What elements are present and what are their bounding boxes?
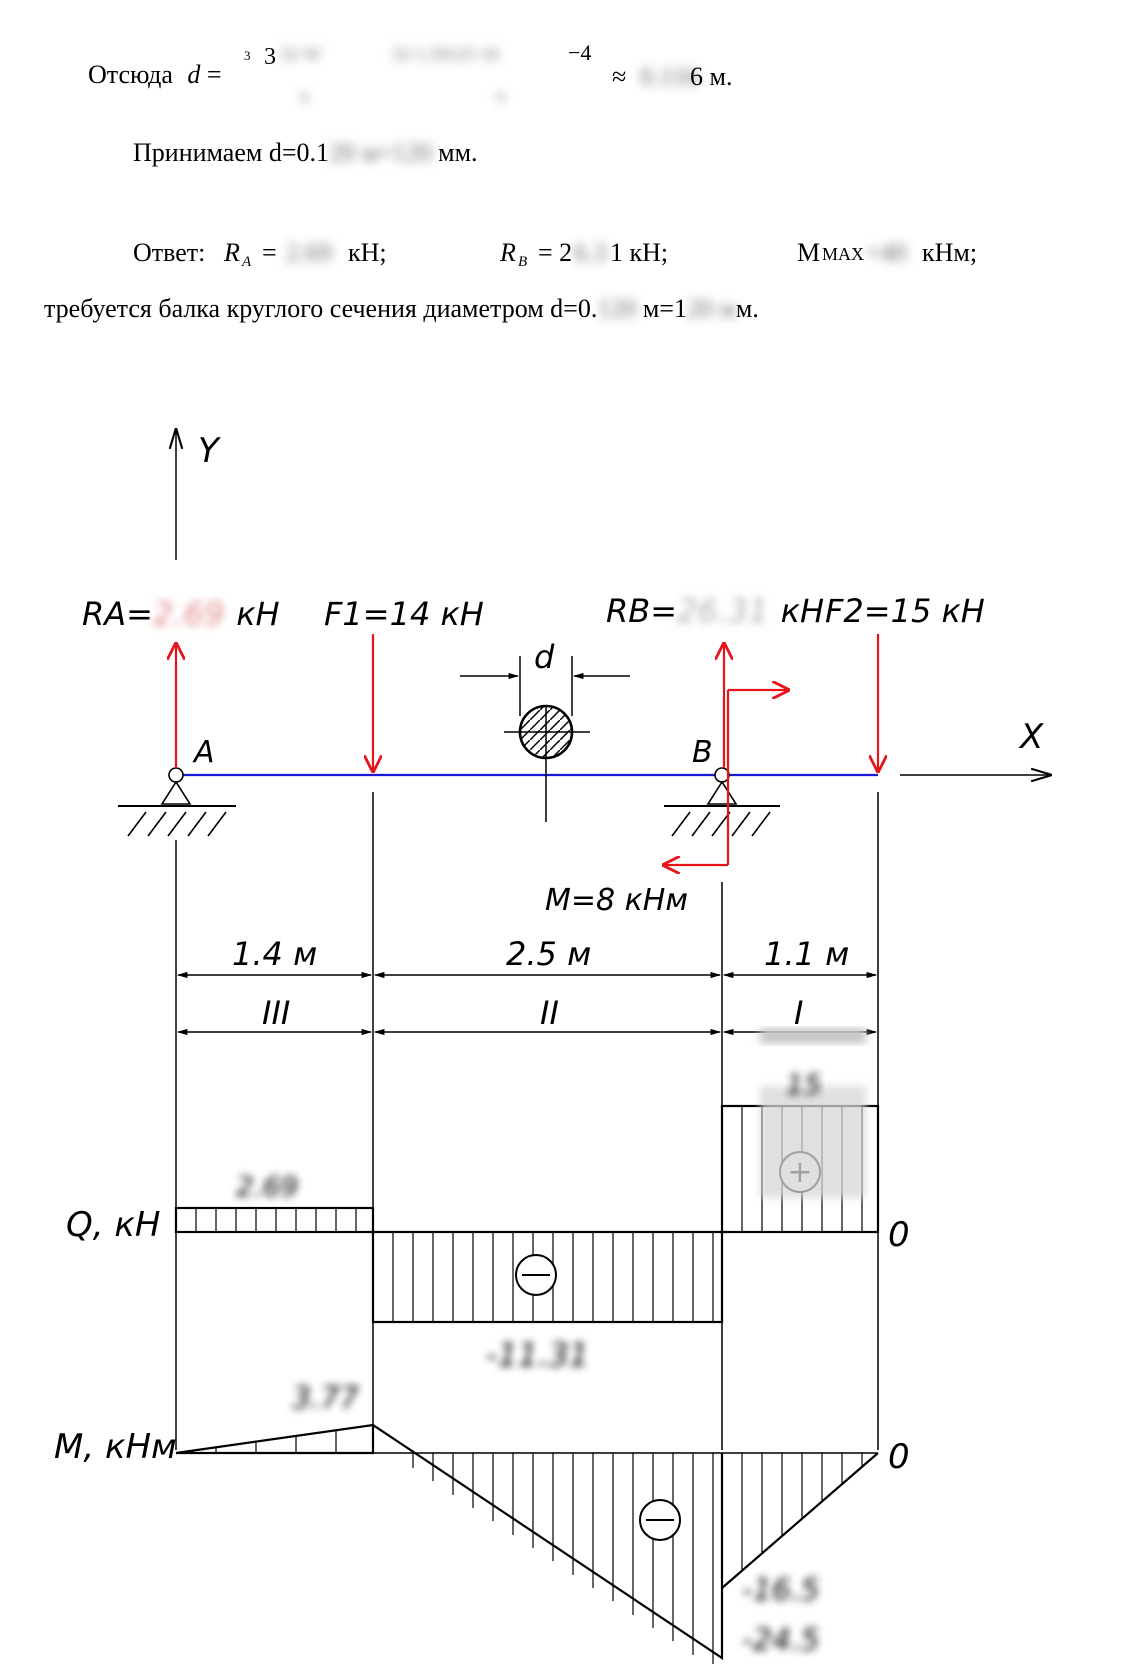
- section-d-label: d: [534, 638, 555, 676]
- section-2-label: II: [540, 994, 559, 1032]
- answer-mmax-sub: MAX: [822, 244, 865, 264]
- length-1-label: 1.4 м: [232, 935, 317, 973]
- m-peak-value: 3.77: [292, 1381, 359, 1416]
- formula-line: Отсюда d =: [88, 60, 222, 90]
- ra-label-value: 2.69: [153, 595, 224, 633]
- formula-frac1-den: π: [300, 86, 310, 106]
- formula-frac2-num: 32·1.59125·10: [392, 44, 499, 64]
- point-b-label: B: [692, 735, 713, 770]
- answer-mmax-unit: кНм;: [922, 238, 978, 267]
- answer-line2-blur1: 120: [597, 294, 637, 323]
- ra-label-unit: кН: [236, 595, 279, 633]
- answer-rb-sub: B: [518, 254, 528, 270]
- formula-result-blur: 0.116: [640, 62, 698, 91]
- answer-line2-suffix: м.: [735, 294, 759, 323]
- m-axis-label: M, кНм: [54, 1427, 177, 1467]
- formula-prefix: Отсюда: [88, 60, 173, 89]
- y-axis-label: Y: [198, 431, 221, 471]
- q-pos-value: 2.69: [236, 1170, 298, 1203]
- answer-ra-symbol: R: [224, 238, 240, 267]
- answer-label: Ответ:: [133, 238, 206, 267]
- answer-ra-unit: кН;: [348, 238, 387, 267]
- formula-approx: ≈: [612, 62, 627, 91]
- x-axis-label: X: [1018, 717, 1044, 757]
- answer-ra-eq: =: [262, 238, 277, 267]
- rb-label-value: 26.31: [677, 592, 769, 630]
- m-diagram: [175, 1423, 879, 1664]
- accept-prefix: Принимаем d=0.1: [133, 138, 329, 167]
- f1-label: F1=14 кН: [324, 595, 484, 633]
- answer-line2-blur2: 20 м: [686, 294, 736, 323]
- ra-label: RA=2.69 кН: [82, 595, 280, 633]
- m-value-2: -24.5: [742, 1623, 820, 1658]
- answer-ra-value: 2.69: [286, 238, 332, 267]
- formula-num-3: 3: [264, 44, 276, 70]
- moment-label: M=8 кНм: [545, 883, 688, 918]
- moment-symbol: [664, 690, 788, 865]
- section-1-label: I: [794, 994, 803, 1032]
- f2-label: F2=15 кН: [825, 592, 985, 630]
- formula-eq: =: [206, 60, 222, 89]
- formula-var: d: [187, 60, 201, 89]
- ra-label-prefix: RA=: [82, 595, 153, 633]
- answer-ra-sub: A: [242, 254, 252, 270]
- q-neg-value: -11.31: [486, 1336, 589, 1374]
- q-diagram: [174, 1104, 880, 1324]
- rb-label-prefix: RB=: [606, 592, 677, 630]
- answer-mmax-value: =40: [866, 238, 907, 267]
- rb-label-unit: кН: [781, 592, 824, 630]
- answer-rb-symbol: R: [500, 238, 516, 267]
- answer-rb-value-blur: 6.3: [574, 238, 607, 267]
- support-a: [118, 767, 236, 837]
- q-zero-label: 0: [888, 1215, 910, 1255]
- answer-line2-mid: м=1: [642, 294, 687, 323]
- support-b: [664, 767, 780, 837]
- rb-label: RB=26.31 кН: [606, 592, 824, 630]
- blur-patch-2: [760, 1086, 866, 1198]
- blur-patch-1: [760, 1028, 866, 1044]
- point-a-label: A: [192, 735, 215, 770]
- cross-section: [460, 656, 630, 822]
- root-index: 3: [244, 48, 251, 63]
- length-2-label: 2.5 м: [506, 935, 591, 973]
- m-value-1: -16.5: [742, 1573, 820, 1608]
- answer-line2: требуется балка круглого сечения диаметр…: [44, 294, 759, 324]
- length-3-label: 1.1 м: [764, 935, 849, 973]
- answer-mmax-label: M: [797, 238, 821, 267]
- q-axis-label: Q, кН: [66, 1205, 160, 1245]
- formula-result-tail: 6 м.: [690, 62, 733, 91]
- formula-frac1-num: 32·W: [280, 44, 321, 64]
- accept-suffix: мм.: [438, 138, 478, 167]
- formula-frac2-den: π: [496, 86, 506, 106]
- section-3-label: III: [262, 994, 290, 1032]
- answer-rb-eq: = 2: [538, 238, 573, 267]
- answer-line2-prefix: требуется балка круглого сечения диаметр…: [44, 294, 598, 323]
- formula-exp: −4: [568, 40, 592, 65]
- m-zero-label: 0: [888, 1437, 910, 1477]
- accept-blurred: 20 м=120: [329, 138, 432, 167]
- accept-line: Принимаем d=0.120 м=120 мм.: [133, 138, 478, 168]
- q-right-value: 15: [786, 1068, 822, 1101]
- answer-rb-value-tail: 1 кН;: [610, 238, 669, 267]
